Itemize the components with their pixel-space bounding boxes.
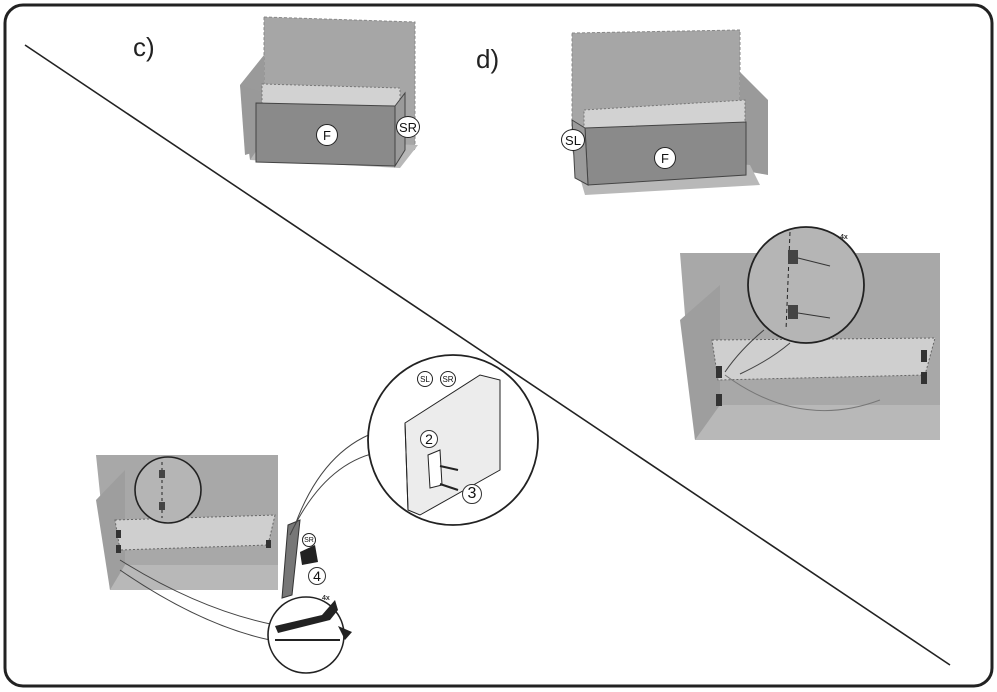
- front-panel-badge-c: F: [316, 124, 338, 146]
- panel-mounting-illustration: [96, 354, 539, 674]
- clip-quantity: 4x: [322, 595, 330, 602]
- bathtub-illustration-d: [571, 29, 768, 195]
- step-4-marker: 4: [308, 567, 326, 585]
- step-3-marker: 3: [462, 484, 482, 504]
- front-panel-badge-d: F: [654, 147, 676, 169]
- page-border: [3, 3, 994, 688]
- diagonal-divider: [24, 44, 951, 666]
- panel-label-c: c): [133, 32, 155, 62]
- panel-badge-sr: SR: [302, 533, 316, 547]
- side-panel-badge-d: SL: [561, 129, 585, 151]
- side-panel-badge-c: SR: [396, 116, 420, 138]
- bracket-detail-illustration: [680, 226, 940, 440]
- step-2-marker: 2: [420, 430, 438, 448]
- panel-label-d: d): [476, 44, 500, 74]
- detail-badge-sr: SR: [440, 371, 456, 387]
- detail-badge-sl: SL: [417, 371, 433, 387]
- bracket-quantity: 4x: [840, 234, 848, 241]
